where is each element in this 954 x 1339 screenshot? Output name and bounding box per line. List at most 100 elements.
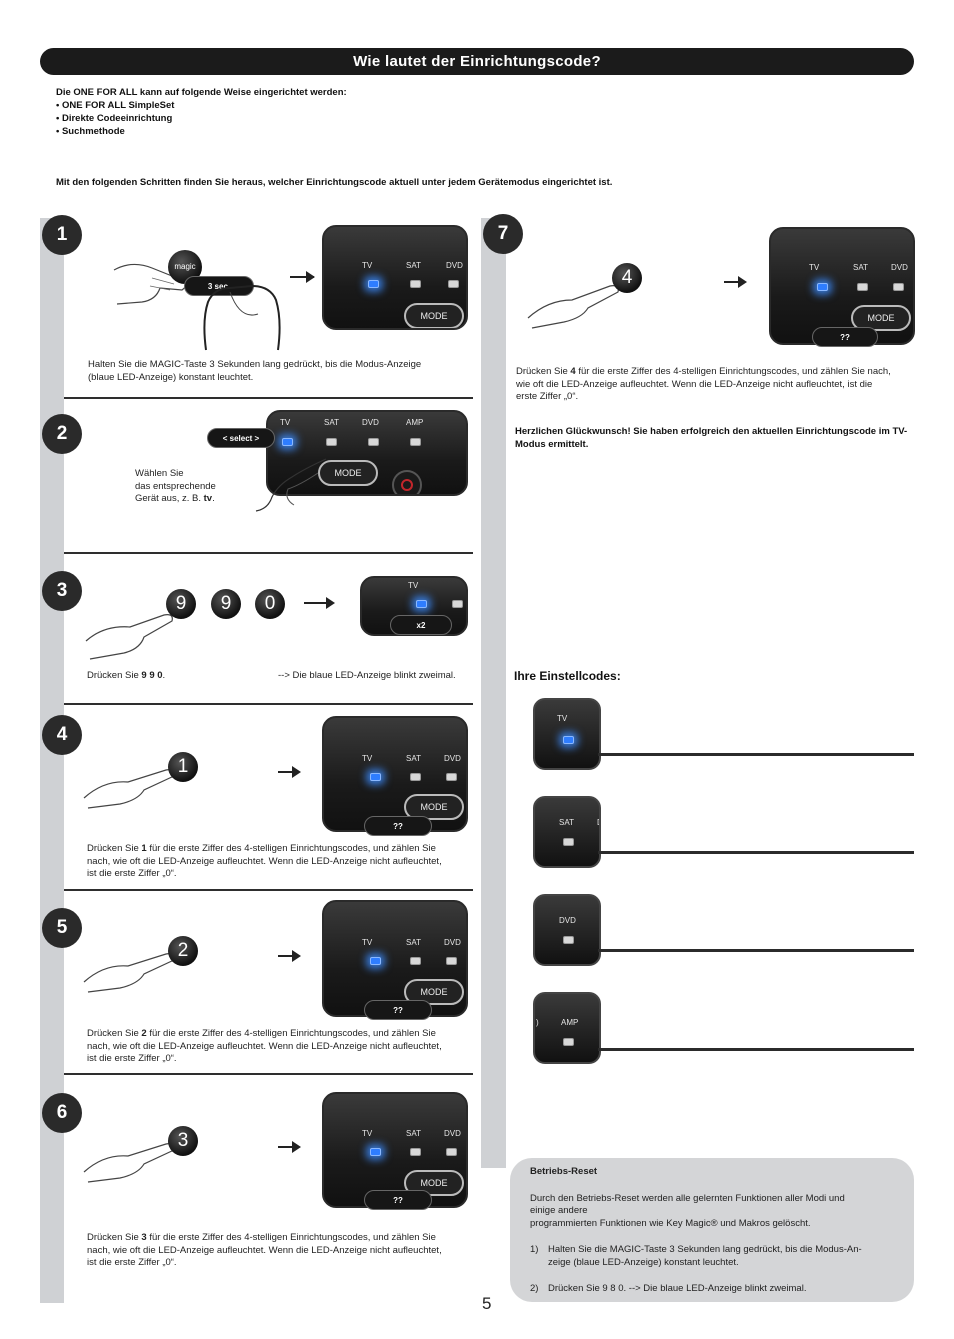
reset-title: Betriebs-Reset: [530, 1166, 598, 1177]
finger-press-icon: [203, 284, 281, 351]
arrow-right-icon: [290, 276, 314, 278]
digit-1-key: 1: [168, 752, 198, 782]
dvd-label: DVD: [362, 418, 379, 427]
sat-label: SAT: [324, 418, 339, 427]
success-message: Herzlichen Glückwunsch! Sie haben erfolg…: [515, 426, 908, 450]
reset-text: einige andere: [530, 1205, 588, 1216]
remote-graphic-step5: TV SAT DVD MODE: [322, 900, 468, 1017]
tv-led: [563, 736, 574, 744]
step-3-caption: Drücken Sie 9 9 0.: [87, 670, 166, 681]
right-step-rail: [481, 218, 506, 1168]
count-pill: ??: [364, 1000, 432, 1020]
hand-press-icon: [83, 1143, 175, 1183]
sat-led: [563, 838, 574, 846]
tv-label: TV: [809, 263, 820, 272]
magic-label: magic: [174, 262, 196, 271]
arrow-head-icon: [292, 950, 301, 962]
step-3-badge: 3: [42, 571, 82, 611]
arrow-right-icon: [278, 955, 298, 957]
tv-label: TV: [557, 714, 568, 723]
sat-led: [410, 280, 421, 288]
dvd-label: DVD: [444, 938, 461, 947]
blink-x2-pill: x2: [390, 615, 452, 635]
dvd-code-line: [598, 949, 914, 952]
sat-code-line: [598, 851, 914, 854]
reset-step-1: 1) Halten Sie die MAGIC-Taste 3 Sekunden…: [530, 1244, 862, 1255]
digit-4-key: 4: [612, 263, 642, 293]
dvd-led: [893, 283, 904, 291]
select-pill: < select >: [207, 428, 275, 448]
mode-button: MODE: [404, 794, 464, 820]
arrow-right-icon: [278, 1146, 298, 1148]
arrow-head-icon: [738, 276, 747, 288]
amp-code-line: [598, 1048, 914, 1051]
reset-step-2: 2) Drücken Sie 9 8 0. --> Die blaue LED-…: [530, 1283, 807, 1294]
count-pill: ??: [364, 816, 432, 836]
sat-label: SAT: [853, 263, 868, 272]
remote-graphic-step7: TV SAT DVD MODE: [769, 227, 915, 345]
digit-3-key: 3: [168, 1126, 198, 1156]
tv-led: [817, 283, 828, 291]
step-1-badge: 1: [42, 215, 82, 255]
power-icon: [392, 470, 422, 494]
amp-mode-thumb: ) AMP: [533, 992, 601, 1064]
sat-led: [410, 773, 421, 781]
sat-led: [410, 1148, 421, 1156]
arrow-right-icon: [304, 602, 330, 604]
page-number: 5: [482, 1294, 492, 1313]
step-6-caption: Drücken Sie 3 für die erste Ziffer des 4…: [87, 1232, 442, 1268]
arrow-head-icon: [292, 766, 301, 778]
tv-led: [370, 957, 381, 965]
tv-led: [368, 280, 379, 288]
dvd-label: DVD: [559, 916, 576, 925]
step-2-badge: 2: [42, 414, 82, 454]
arrow-head-icon: [326, 597, 335, 609]
sat-label: SAT: [559, 818, 574, 827]
mode-button: MODE: [404, 303, 464, 328]
d-label: D: [597, 818, 599, 827]
tv-label: TV: [362, 261, 373, 270]
tv-label: TV: [362, 1129, 373, 1138]
dvd-label: DVD: [446, 261, 463, 270]
dvd-mode-thumb: DVD: [533, 894, 601, 966]
arrow-head-icon: [306, 271, 315, 283]
digit-0-key: 0: [255, 589, 285, 619]
arrow-head-icon: [292, 1141, 301, 1153]
intro-lead: Die ONE FOR ALL kann auf folgende Weise …: [56, 87, 347, 98]
divider: [64, 703, 473, 705]
sat-led: [410, 957, 421, 965]
dvd-led: [446, 773, 457, 781]
remote-graphic-step1: TV SAT DVD MODE: [322, 225, 468, 330]
amp-led: [410, 438, 421, 446]
step-4-badge: 4: [42, 715, 82, 755]
codes-title: Ihre Einstellcodes:: [514, 669, 621, 683]
step-3-result: --> Die blaue LED-Anzeige blinkt zweimal…: [278, 670, 456, 681]
tv-label: TV: [408, 581, 419, 590]
amp-led: [563, 1038, 574, 1046]
intro-block: Die ONE FOR ALL kann auf folgende Weise …: [56, 86, 347, 138]
arrow-right-icon: [278, 771, 298, 773]
tv-led: [416, 600, 427, 608]
mode-button: MODE: [318, 460, 378, 486]
dvd-led: [448, 280, 459, 288]
tv-led: [370, 1148, 381, 1156]
step-7-caption: Drücken Sie 4 für die erste Ziffer des 4…: [516, 366, 891, 402]
tv-label: TV: [362, 938, 373, 947]
step-7-badge: 7: [483, 214, 523, 254]
step-6-badge: 6: [42, 1093, 82, 1133]
mode-button: MODE: [851, 305, 911, 331]
hand-press-icon: [527, 285, 619, 329]
dvd-led: [563, 936, 574, 944]
sat-led: [857, 283, 868, 291]
divider: [64, 889, 473, 891]
digit-2-key: 2: [168, 936, 198, 966]
digit-9-key: 9: [166, 589, 196, 619]
hand-press-icon: [255, 458, 327, 512]
dvd-label: DVD: [444, 754, 461, 763]
step-5-badge: 5: [42, 908, 82, 948]
sat-label: SAT: [406, 261, 421, 270]
dvd-label: DVD: [444, 1129, 461, 1138]
dvd-label: DVD: [891, 263, 908, 272]
sat-label: SAT: [406, 1129, 421, 1138]
factory-reset-box: Betriebs-Reset Durch den Betriebs-Reset …: [510, 1158, 914, 1302]
